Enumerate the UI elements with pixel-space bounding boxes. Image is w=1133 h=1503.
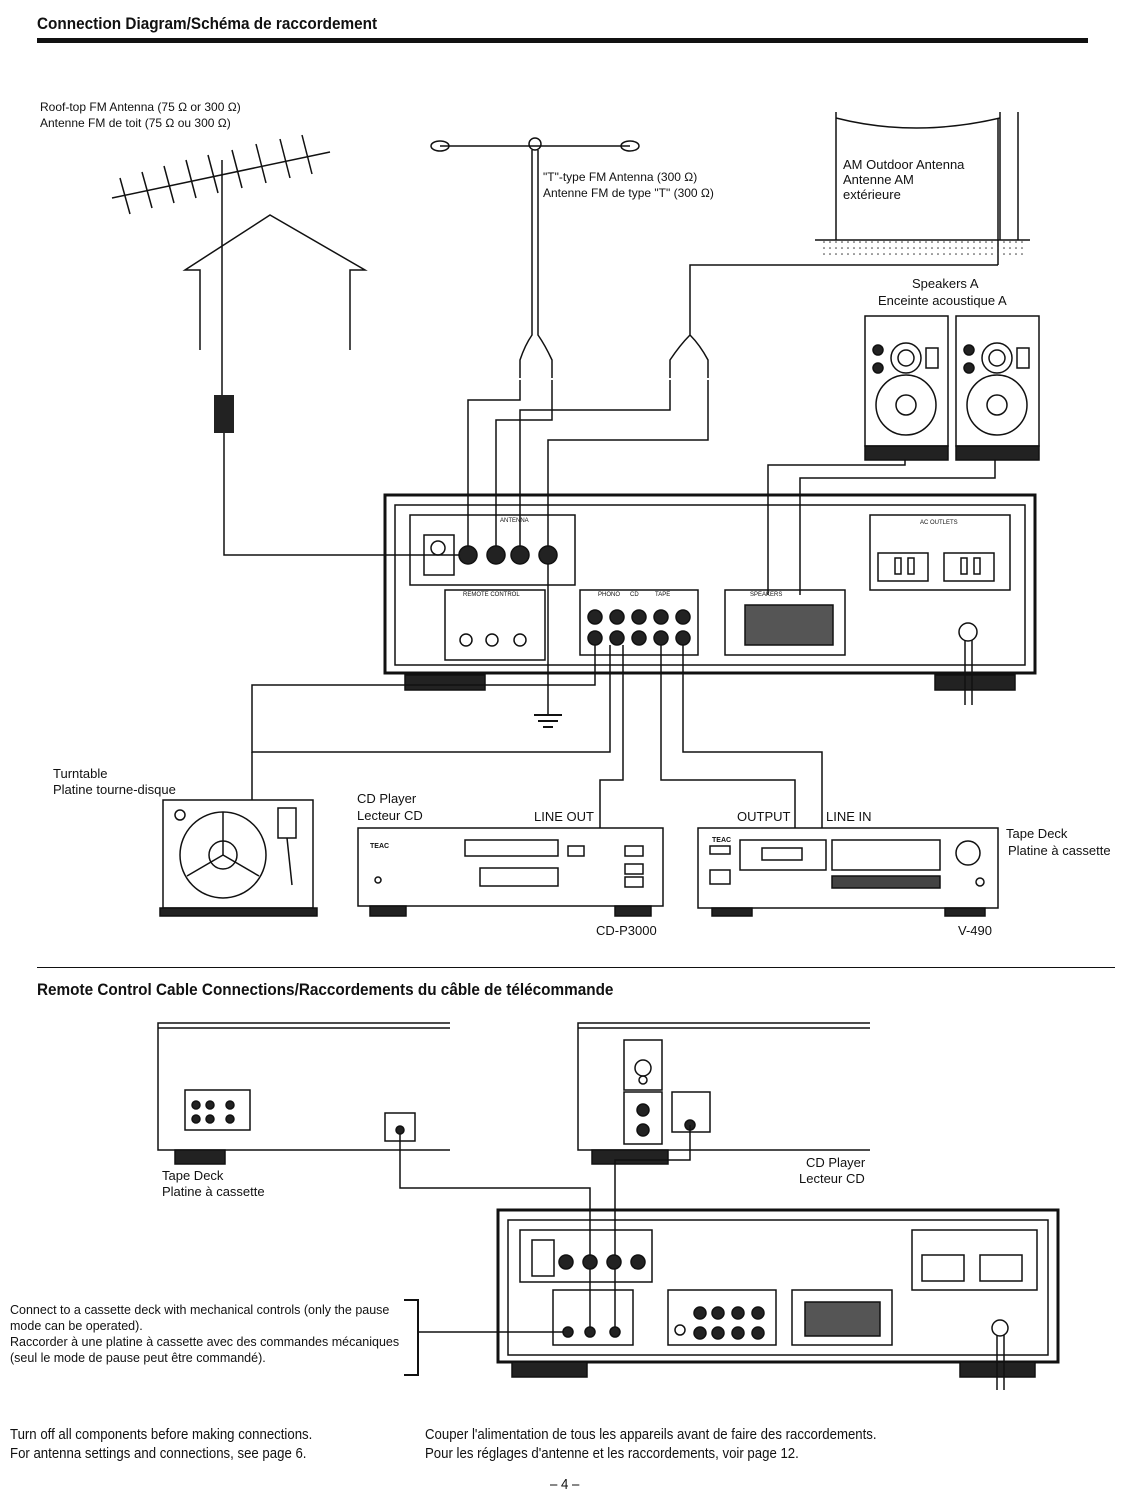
remote-cd-player-label-en: CD Player xyxy=(806,1155,866,1170)
am-outdoor-antenna-icon xyxy=(815,112,1030,265)
panel-antenna-label: ANTENNA xyxy=(500,518,529,524)
tape-deck-label-en: Tape Deck xyxy=(1006,826,1068,841)
roof-top-antenna-label-en: Roof-top FM Antenna (75 Ω or 300 Ω) xyxy=(40,100,241,114)
panel-phono-label: PHONO xyxy=(598,592,620,598)
cd-player-icon xyxy=(357,827,664,917)
page-number: – 4 – xyxy=(550,1476,580,1493)
panel-speakers-label: SPEAKERS xyxy=(750,592,782,598)
cd-player-label-en: CD Player xyxy=(357,791,417,806)
turntable-label-en: Turntable xyxy=(53,766,108,781)
amplifier-rear-panel-small xyxy=(496,1208,1060,1390)
t-type-antenna-label-en: "T"-type FM Antenna (300 Ω) xyxy=(543,170,698,184)
panel-cd-label: CD xyxy=(630,592,639,598)
house-icon xyxy=(182,214,368,350)
t-type-antenna-label-fr: Antenne FM de type "T" (300 Ω) xyxy=(543,186,714,200)
roof-top-fm-antenna-icon xyxy=(111,134,331,395)
cd-player-rear-panel xyxy=(577,1022,870,1165)
tape-deck-rear-panel xyxy=(157,1022,450,1165)
am-antenna-label-en: AM Outdoor Antenna xyxy=(843,157,965,172)
line-in-label: LINE IN xyxy=(826,809,872,824)
line-out-label: LINE OUT xyxy=(534,809,594,824)
tape-deck-icon xyxy=(697,827,999,917)
am-antenna-label-fr-1: Antenne AM xyxy=(843,172,914,187)
footer-en-line-2: For antenna settings and connections, se… xyxy=(10,1445,307,1462)
fm-antenna-cable xyxy=(223,433,468,556)
note-bracket xyxy=(404,1299,419,1376)
footer-fr-line-2: Pour les réglages d'antenne et les racco… xyxy=(425,1445,799,1462)
tape-brand-text: TEAC xyxy=(712,837,731,844)
cd-player-label-fr: Lecteur CD xyxy=(357,808,423,823)
panel-remote-control-label: REMOTE CONTROL xyxy=(463,592,520,598)
connection-diagram-title: Connection Diagram/Schéma de raccordemen… xyxy=(37,14,378,33)
remote-tape-deck-label-fr: Platine à cassette xyxy=(162,1184,265,1199)
remote-section-title: Remote Control Cable Connections/Raccord… xyxy=(37,980,614,999)
speakers-label-en: Speakers A xyxy=(912,276,979,291)
note-fr: Raccorder à une platine à cassette avec … xyxy=(10,1335,400,1365)
balun-transformer-icon xyxy=(214,395,234,433)
ground-icon xyxy=(534,714,562,728)
roof-top-antenna-label-fr: Antenne FM de toit (75 Ω ou 300 Ω) xyxy=(40,116,231,130)
cd-brand-text: TEAC xyxy=(370,843,389,850)
tape-model-label: V-490 xyxy=(958,923,992,938)
speaker-left-icon xyxy=(864,315,949,461)
output-label: OUTPUT xyxy=(737,809,791,824)
section-divider xyxy=(37,967,1115,968)
footer-fr-line-1: Couper l'alimentation de tous les appare… xyxy=(425,1426,877,1443)
remote-tape-deck-label-en: Tape Deck xyxy=(162,1168,224,1183)
note-en: Connect to a cassette deck with mechanic… xyxy=(10,1303,390,1333)
footer-en-line-1: Turn off all components before making co… xyxy=(10,1426,313,1443)
am-antenna-label-fr-2: extérieure xyxy=(843,187,901,202)
panel-ac-outlets-label: AC OUTLETS xyxy=(920,520,958,526)
turntable-label-fr: Platine tourne-disque xyxy=(53,782,176,797)
amplifier-rear-panel xyxy=(383,493,1037,705)
speaker-right-icon xyxy=(955,315,1040,461)
cd-model-label: CD-P3000 xyxy=(596,923,657,938)
turntable-icon xyxy=(159,799,318,917)
panel-tape-label: TAPE xyxy=(655,592,670,598)
tape-deck-label-fr: Platine à cassette xyxy=(1008,843,1111,858)
remote-cd-player-label-fr: Lecteur CD xyxy=(799,1171,865,1186)
t-type-fm-antenna-icon xyxy=(430,137,640,378)
title-rule xyxy=(37,38,1088,43)
speakers-label-fr: Enceinte acoustique A xyxy=(878,293,1007,308)
